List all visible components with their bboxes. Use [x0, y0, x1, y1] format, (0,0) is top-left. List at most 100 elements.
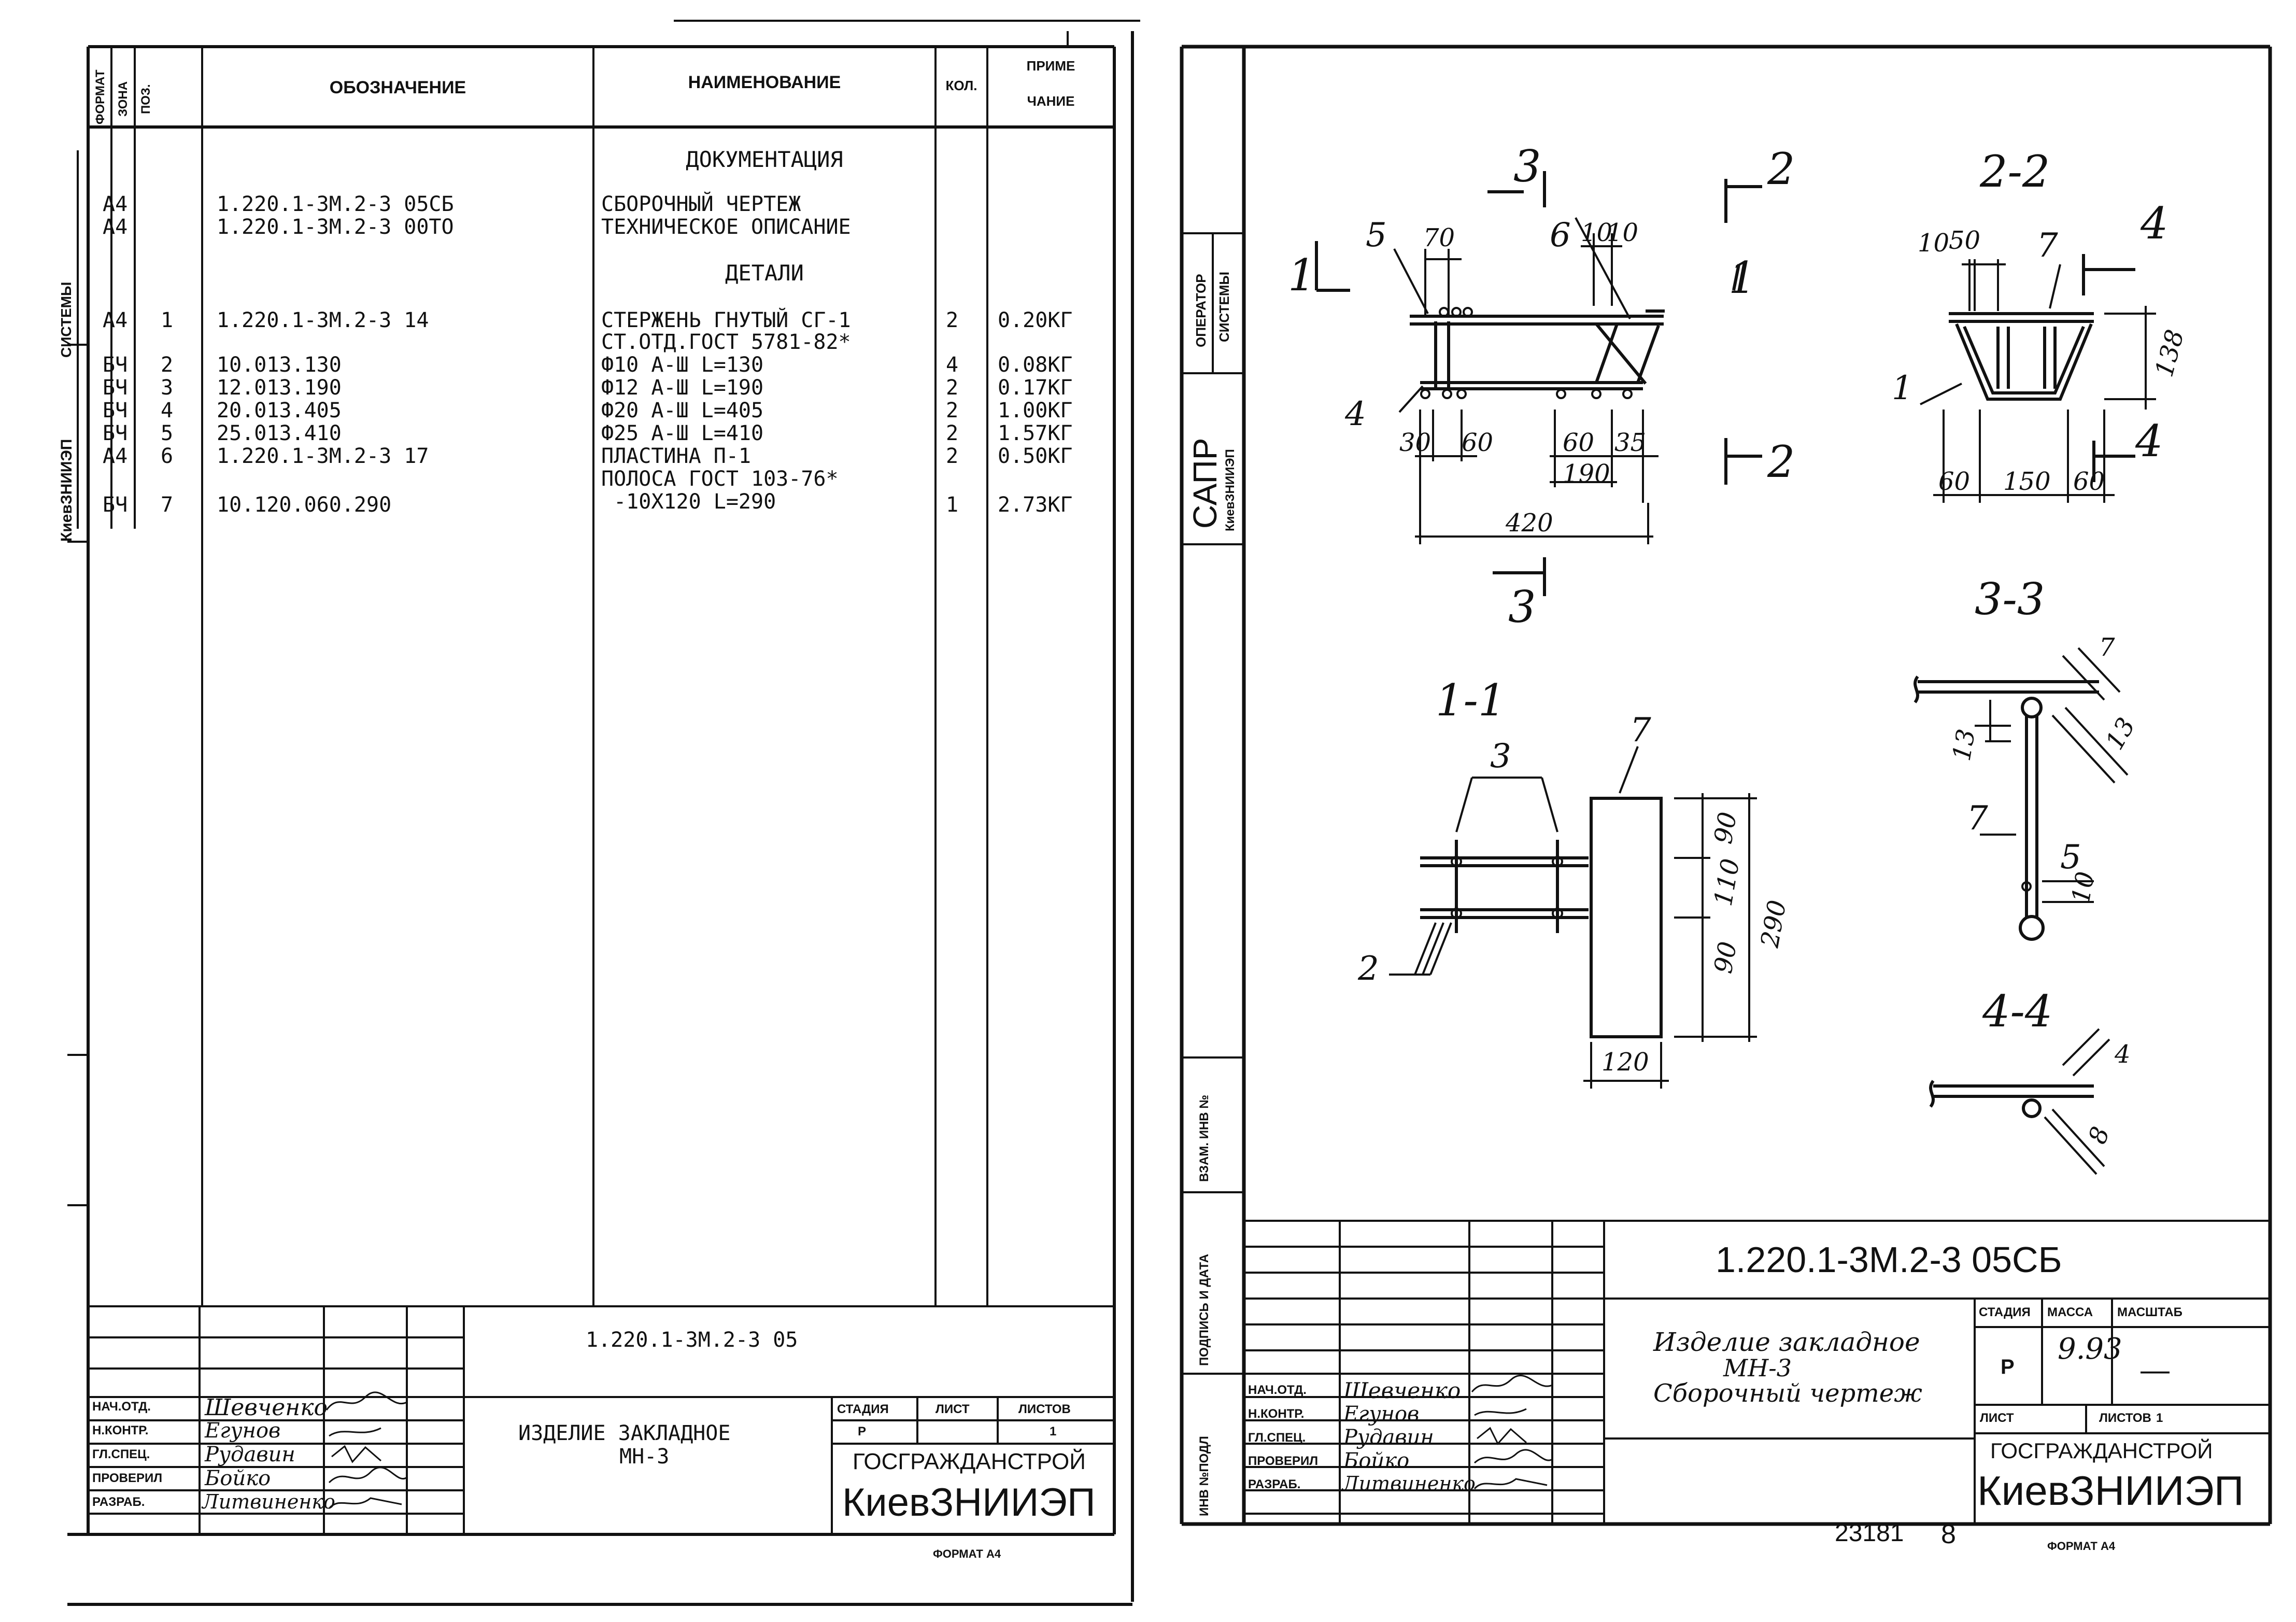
dim-11-110: 110	[1709, 856, 1746, 908]
row-format: БЧ	[103, 353, 128, 377]
section-label-1-1: 1-1	[1436, 675, 1506, 726]
dim-11-90b: 90	[1709, 939, 1743, 976]
callout-11-2: 2	[1357, 950, 1379, 988]
cut-mark-1-left: 1	[1288, 250, 1315, 301]
sheet-number: 8	[1941, 1519, 1956, 1549]
right-sheet-frame	[1180, 45, 2272, 1526]
row-designation: 12.013.190	[217, 376, 342, 400]
side-label-institute: КиевЗНИИЭП	[1223, 449, 1237, 531]
cut-mark-2-bottom: 2	[1767, 436, 1795, 487]
dim-33-10: 10	[2066, 869, 2101, 906]
sheets-header-right: ЛИСТОВ	[2099, 1411, 2151, 1425]
organization-right-1: ГОСГРАЖДАНСТРОЙ	[1990, 1438, 2213, 1463]
row-quantity: 2	[946, 421, 959, 445]
name-head-right: Шевченко	[1343, 1378, 1461, 1403]
row-designation: 1.220.1-3М.2-3 00ТО	[217, 215, 454, 239]
dim-front-190: 190	[1563, 459, 1610, 488]
row-format: А4	[103, 444, 128, 468]
row-format: А4	[103, 215, 128, 239]
role-checked: ПРОВЕРИЛ	[92, 1471, 163, 1485]
role-control: Н.КОНТР.	[92, 1423, 149, 1437]
dim-44-4: 4	[2114, 1040, 2131, 1069]
row-format: БЧ	[103, 421, 128, 445]
name-checked-right: Бойко	[1343, 1449, 1410, 1473]
row-quantity: 2	[946, 399, 959, 422]
sheet-header-right: ЛИСТ	[1980, 1411, 2014, 1425]
dim-22-138: 138	[2149, 327, 2190, 380]
dim-front-10a: 10	[1581, 218, 1612, 247]
name-control-right: Егунов	[1343, 1402, 1420, 1426]
section-4-4: 4-4 4 8	[1929, 986, 2131, 1175]
section-label-4-4: 4-4	[1982, 986, 2052, 1037]
cut-mark-3-top: 3	[1513, 141, 1541, 192]
row-note: 0.08КГ	[998, 353, 1073, 377]
row-designation: 1.220.1-3М.2-3 05СБ	[217, 192, 454, 216]
row-note: 0.50КГ	[998, 444, 1073, 468]
row-position: 3	[161, 376, 174, 400]
row-position: 6	[161, 444, 174, 468]
dim-11-90a: 90	[1709, 810, 1743, 846]
side-label-signature-date: ПОДПИСЬ И ДАТА	[1197, 1253, 1211, 1366]
scale-value-right: —	[2141, 1353, 2170, 1386]
row-name: Ф25 А-Ш L=410	[601, 421, 764, 445]
side-label-sapr: САПР	[1186, 438, 1224, 529]
header-quantity: КОЛ.	[945, 78, 977, 93]
organization-1: ГОСГРАЖДАНСТРОЙ	[853, 1449, 1086, 1474]
dim-22-50: 50	[1949, 226, 1980, 255]
row-designation: 10.013.130	[217, 353, 342, 377]
row-note: 2.73КГ	[998, 493, 1073, 517]
row-position: 1	[161, 308, 174, 332]
dim-22-150: 150	[2003, 467, 2051, 496]
archive-number: 23181	[1835, 1519, 1904, 1547]
sheets-header: ЛИСТОВ	[1018, 1402, 1071, 1416]
dim-front-60b: 60	[1563, 428, 1594, 457]
organization-2: КиевЗНИИЭП	[842, 1480, 1096, 1525]
row-name: ТЕХНИЧЕСКОЕ ОПИСАНИЕ	[601, 215, 851, 239]
header-note-2: ЧАНИЕ	[1027, 93, 1075, 109]
row-name: Ф12 А-Ш L=190	[601, 376, 764, 400]
row-quantity: 2	[946, 308, 959, 332]
side-label-systems: СИСТЕМЫ	[58, 281, 74, 358]
stage-header: СТАДИЯ	[837, 1402, 889, 1416]
row-position: 2	[161, 353, 174, 377]
stage-header-right: СТАДИЯ	[1979, 1305, 2031, 1319]
callout-11-7: 7	[1630, 711, 1651, 750]
assembly-drawing: 70 10 10 30 60 60 35 190 420 5 6 4 1 1 2…	[1288, 141, 2190, 1175]
dim-front-35: 35	[1614, 428, 1646, 457]
role-head: НАЧ.ОТД.	[92, 1400, 151, 1414]
document-title-1: ИЗДЕЛИЕ ЗАКЛАДНОЕ	[518, 1421, 731, 1445]
side-label-operator: ОПЕРАТОР	[1193, 274, 1209, 347]
cut-mark-4-top: 4	[2140, 198, 2168, 249]
name-control: Егунов	[205, 1419, 281, 1443]
sheets-value: 1	[1050, 1424, 1057, 1438]
document-title-right-2: МН-3	[1723, 1354, 1792, 1382]
callout-22-1: 1	[1892, 369, 1913, 407]
dim-front-70: 70	[1423, 223, 1455, 252]
role-chief-spec-right: ГЛ.СПЕЦ.	[1248, 1431, 1306, 1445]
front-view: 70 10 10 30 60 60 35 190 420 5 6 4 1 1 2…	[1288, 141, 1795, 632]
role-chief-spec: ГЛ.СПЕЦ.	[92, 1447, 150, 1461]
row-designation: 1.220.1-3М.2-3 17	[217, 444, 429, 468]
dim-33-13a: 13	[1947, 727, 1981, 763]
name-checked: Бойко	[205, 1466, 271, 1490]
name-chief-spec-right: Рудавин	[1343, 1426, 1434, 1449]
row-name: ПОЛОСА ГОСТ 103-76*	[601, 467, 839, 491]
row-note: 0.20КГ	[998, 308, 1073, 332]
side-label-replace-inv: ВЗАМ. ИНВ №	[1197, 1094, 1211, 1182]
row-name: СТ.ОТД.ГОСТ 5781-82*	[601, 330, 851, 354]
signatures-left	[325, 1391, 407, 1510]
cut-mark-4-bottom: 4	[2135, 416, 2163, 467]
name-developed: Литвиненко	[202, 1490, 335, 1513]
row-format: БЧ	[103, 493, 128, 517]
row-quantity: 2	[946, 444, 959, 468]
callout-11-3: 3	[1490, 737, 1511, 775]
role-developed: РАЗРАБ.	[92, 1495, 145, 1509]
row-note: 1.57КГ	[998, 421, 1073, 445]
document-title-2: МН-3	[619, 1445, 670, 1469]
dim-22-60a: 60	[1938, 467, 1970, 496]
section-3-3: 3-3	[1914, 574, 2141, 941]
name-developed-right: Литвиненко	[1342, 1472, 1476, 1495]
dim-44-8: 8	[2083, 1123, 2116, 1148]
format-label-left: ФОРМАТ А4	[933, 1547, 1001, 1560]
row-name: Ф20 А-Ш L=405	[601, 399, 764, 422]
